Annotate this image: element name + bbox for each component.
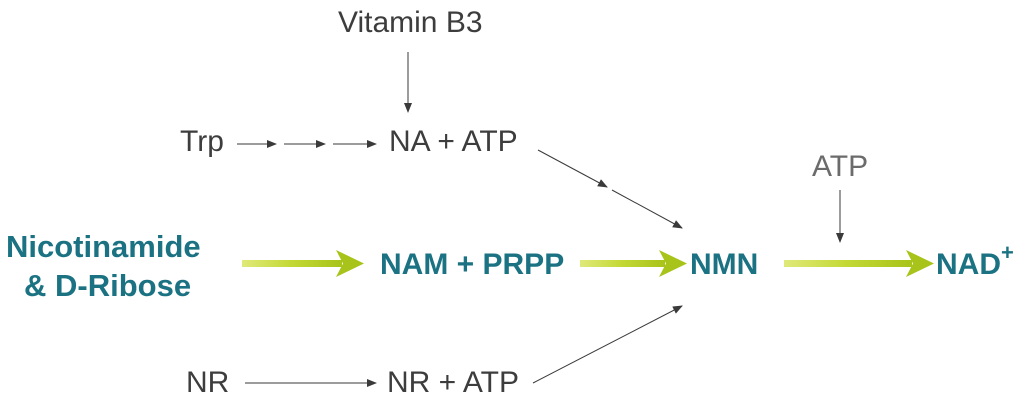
primary-arrow-1: [242, 250, 364, 277]
nicotinamide-line-1: Nicotinamide: [6, 229, 201, 264]
node-nam-prpp: NAM + PRPP: [380, 248, 565, 281]
node-trp: Trp: [180, 125, 224, 158]
node-nicotinamide-dribose: Nicotinamide & D-Ribose: [6, 228, 201, 306]
primary-arrow-2: [580, 250, 687, 277]
node-vitamin-b3: Vitamin B3: [338, 6, 483, 39]
node-nr: NR: [186, 366, 230, 399]
node-na-atp: NA + ATP: [389, 125, 518, 158]
nicotinamide-line-2: & D-Ribose: [24, 267, 192, 303]
arrow-na-to-nmn-segment-2: [611, 189, 683, 229]
node-nmn: NMN: [690, 248, 759, 281]
primary-arrow-3: [784, 250, 934, 277]
arrow-nratp-to-nmn: [532, 305, 683, 384]
nad-label: NAD: [936, 248, 1001, 281]
arrow-na-to-nmn-segment-1: [537, 149, 608, 188]
nad-superscript: +: [1001, 240, 1014, 265]
node-nr-atp: NR + ATP: [387, 366, 519, 399]
node-atp: ATP: [812, 150, 869, 183]
node-nad: NAD+: [936, 242, 1014, 281]
